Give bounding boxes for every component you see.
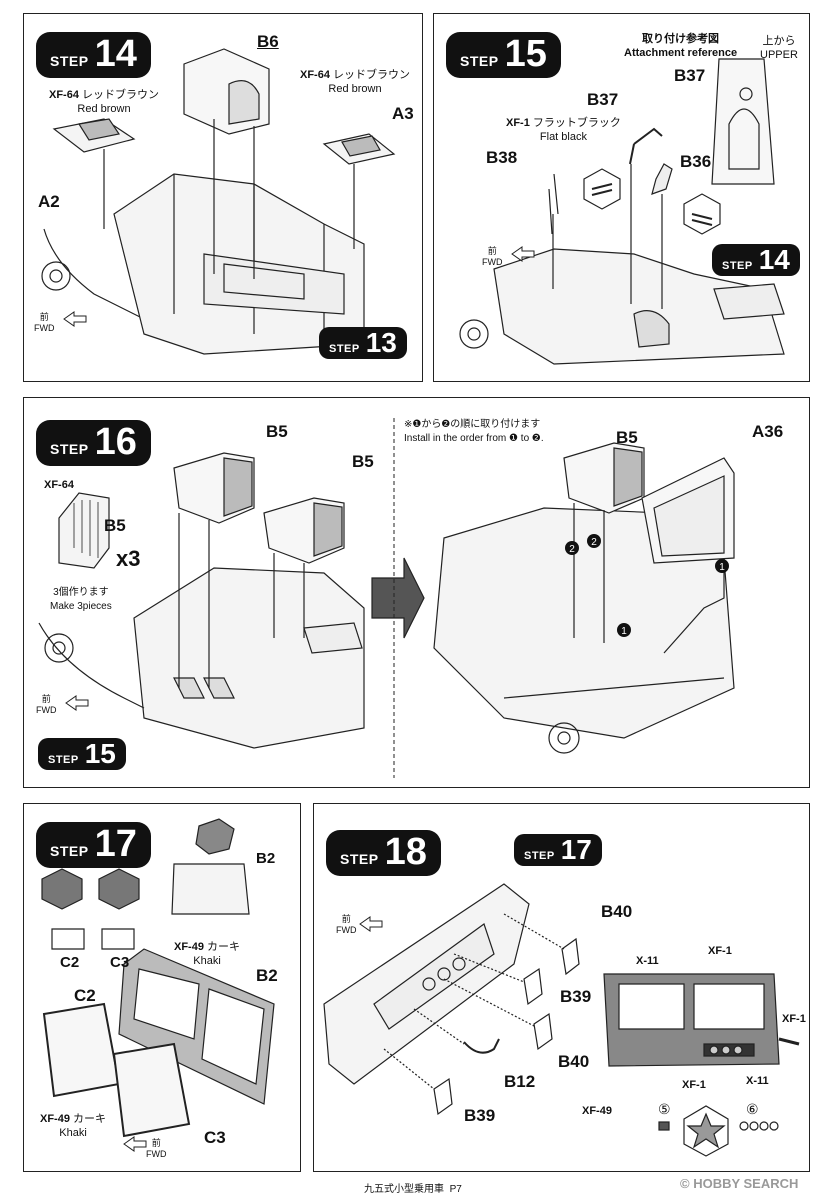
part-b36: B36 — [680, 152, 712, 171]
paint-xf1-bottom: XF-1 — [682, 1079, 706, 1091]
step-14-badge: STEP 14 — [36, 32, 151, 78]
paint-xf49: XF-49 — [582, 1105, 612, 1117]
paint-x11-bottom: X-11 — [746, 1075, 769, 1087]
svg-text:2: 2 — [569, 544, 575, 555]
part-b5-left-a: B5 — [266, 422, 288, 441]
step-18-badge: STEP 18 — [326, 830, 441, 876]
part-b2: B2 — [256, 966, 278, 985]
paint-xf1-right: XF-1 — [782, 1013, 806, 1025]
step-14-reference: STEP 14 — [712, 244, 800, 276]
part-b5-seat: B5 — [104, 516, 126, 535]
step-15-panel: STEP 15 取り付け参考図 Attachment reference 上から… — [433, 13, 810, 382]
color-callout-flat-black: XF-1 フラットブラック Flat black — [506, 117, 621, 143]
svg-text:1: 1 — [719, 562, 725, 573]
part-b39-bottom: B39 — [464, 1106, 496, 1125]
decal-number-5: ⑤ — [658, 1101, 671, 1117]
part-b38: B38 — [486, 148, 518, 167]
page-footer: 九五式小型乗用車 P7 — [364, 1184, 462, 1195]
part-c3: C3 — [204, 1128, 226, 1147]
step-18-drawing — [323, 883, 800, 1157]
step-15-reference: STEP 15 — [38, 738, 126, 770]
svg-text:1: 1 — [621, 626, 627, 637]
upper-view-label: 上から UPPER — [760, 35, 798, 61]
part-a3: A3 — [392, 104, 414, 123]
part-b5-right: B5 — [616, 428, 638, 447]
paint-xf1-top: XF-1 — [708, 945, 732, 957]
order-marker-2: 2 2 — [565, 534, 601, 555]
seat-color-code: XF-64 — [44, 479, 74, 491]
part-c2: C2 — [74, 986, 96, 1005]
step-17-badge: STEP 17 — [36, 822, 151, 868]
order-marker-1: 1 1 — [617, 559, 729, 637]
svg-text:2: 2 — [591, 537, 597, 548]
part-b2-top: B2 — [256, 850, 276, 867]
part-b12: B12 — [504, 1072, 536, 1091]
step-17-drawing — [41, 818, 275, 1138]
part-b40-bottom: B40 — [558, 1052, 590, 1071]
color-callout-khaki-bottom: XF-49 カーキ Khaki — [40, 1113, 107, 1139]
color-callout-left: XF-64 レッドブラウン Red brown — [49, 89, 160, 115]
part-c3-top: C3 — [110, 954, 130, 971]
quantity-x3: x3 — [116, 546, 141, 571]
part-a36: A36 — [752, 422, 784, 441]
step-13-reference: STEP 13 — [319, 327, 407, 359]
part-b37: B37 — [587, 90, 619, 109]
part-b40-top: B40 — [601, 902, 633, 921]
color-callout-right: XF-64 レッドブラウン Red brown — [300, 69, 411, 95]
step-14-drawing — [41, 48, 396, 355]
part-b37-reference: B37 — [674, 66, 706, 85]
decal-number-6: ⑥ — [746, 1101, 759, 1117]
step-17-panel: STEP 17 B2 C2 C3 XF-49 カーキ Khaki B2 C2 X… — [23, 803, 301, 1172]
step-16-drawing: 2 2 1 1 — [38, 418, 735, 778]
attachment-reference-title: 取り付け参考図 Attachment reference — [624, 33, 738, 59]
step-17-reference: STEP 17 — [514, 834, 602, 866]
color-callout-khaki-top: XF-49 カーキ Khaki — [174, 941, 241, 967]
part-b6: B6 — [257, 32, 279, 51]
part-b5-left-b: B5 — [352, 452, 374, 471]
step-16-badge: STEP 16 — [36, 420, 151, 466]
watermark: © HOBBY SEARCH — [680, 1176, 799, 1191]
part-b39-top: B39 — [560, 987, 592, 1006]
step-15-drawing — [459, 58, 785, 365]
step-14-panel: STEP 14 B6 XF-64 レッドブラウン Red brown XF-64… — [23, 13, 423, 382]
part-c2-top: C2 — [60, 954, 80, 971]
paint-x11-top: X-11 — [636, 955, 659, 967]
step-15-badge: STEP 15 — [446, 32, 561, 78]
part-a2: A2 — [38, 192, 60, 211]
